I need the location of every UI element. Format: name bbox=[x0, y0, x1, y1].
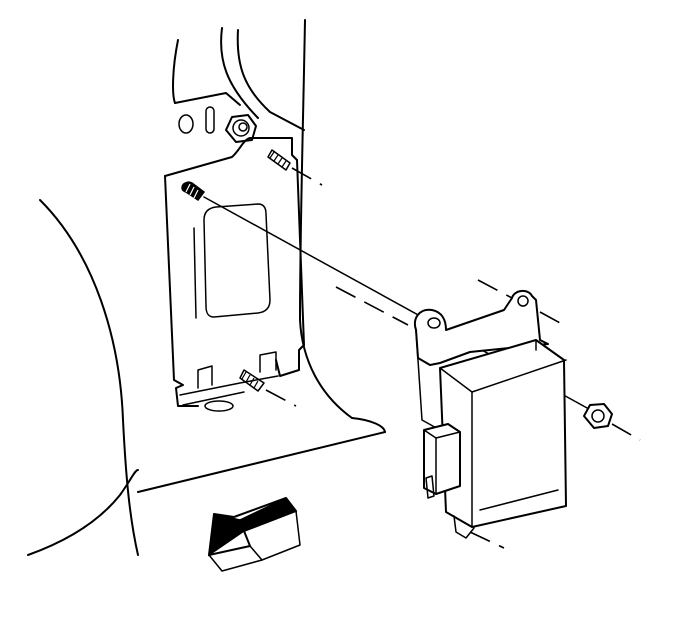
lower-stud-icon bbox=[239, 369, 297, 407]
body-panel-icon bbox=[27, 19, 386, 556]
lower-slot-icon bbox=[204, 400, 234, 412]
panel-slot-icon bbox=[205, 106, 215, 134]
guide-lines bbox=[335, 279, 563, 326]
left-stud-icon bbox=[181, 181, 206, 202]
upper-bolt-icon bbox=[225, 114, 257, 143]
control-module-icon bbox=[414, 290, 567, 549]
upper-stud-icon bbox=[267, 149, 323, 186]
mounting-bracket-icon bbox=[164, 137, 305, 407]
nut-icon bbox=[583, 403, 641, 441]
direction-arrow-icon bbox=[208, 497, 301, 572]
connector-icon bbox=[423, 423, 461, 499]
panel-hole-icon bbox=[178, 114, 194, 134]
